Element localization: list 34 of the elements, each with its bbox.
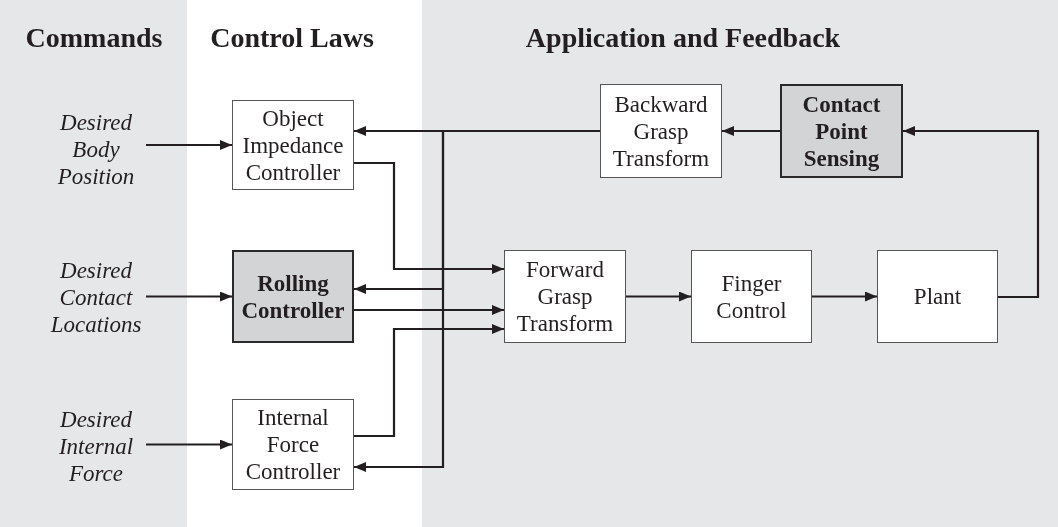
arrow xyxy=(626,291,691,302)
arrow xyxy=(354,161,504,274)
shaded-process-box xyxy=(232,250,354,343)
box-label: Internal Force Controller xyxy=(244,404,342,485)
process-box xyxy=(232,399,354,490)
command-label: Desired Internal Force xyxy=(46,404,146,488)
shaded-process-box xyxy=(780,84,903,178)
arrow xyxy=(812,291,877,302)
box-label: Rolling Controller xyxy=(240,269,346,324)
process-box xyxy=(504,250,626,343)
arrow xyxy=(146,439,232,450)
box-label: Object Impedance Controller xyxy=(241,104,345,186)
arrow xyxy=(146,291,232,302)
column-band xyxy=(0,0,187,527)
command-label: Desired Body Position xyxy=(46,107,146,191)
arrow xyxy=(354,324,504,438)
process-box xyxy=(600,84,722,178)
arrow xyxy=(903,126,1040,299)
process-box xyxy=(232,100,354,190)
box-label: Forward Grasp Transform xyxy=(515,256,615,337)
arrow xyxy=(722,126,780,136)
column-heading: Application and Feedback xyxy=(525,24,841,52)
arrow xyxy=(354,305,504,315)
box-label: Finger Control xyxy=(715,269,788,324)
process-box xyxy=(691,250,812,343)
process-box xyxy=(877,250,998,343)
box-label: Backward Grasp Transform xyxy=(611,90,711,172)
box-label: Contact Point Sensing xyxy=(801,90,882,172)
arrow xyxy=(146,140,232,150)
column-band xyxy=(422,0,1058,527)
box-label: Plant xyxy=(913,283,962,310)
command-label: Desired Contact Locations xyxy=(46,255,146,339)
column-heading: Control Laws xyxy=(210,24,374,52)
column-heading: Commands xyxy=(25,24,163,52)
